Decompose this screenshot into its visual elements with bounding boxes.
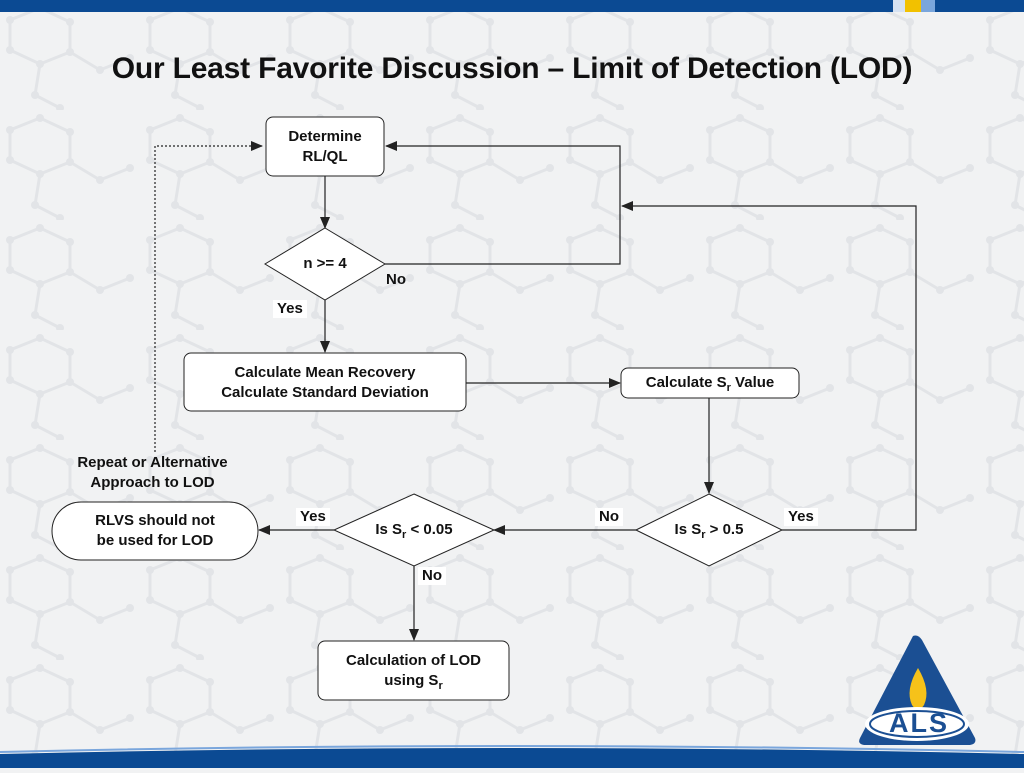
is-sr-gt-label: Is Sr > 0.5	[636, 520, 782, 545]
calc-mean-line-1: Calculate Mean Recovery	[234, 364, 416, 381]
calc-mean-label: Calculate Mean Recovery Calculate Standa…	[184, 363, 466, 403]
n-no-label: No	[386, 271, 406, 288]
node-calc-sr	[620, 367, 800, 399]
node-n-check	[264, 227, 386, 301]
calc-mean-line-2: Calculate Standard Deviation	[221, 384, 429, 401]
calc-lod-label: Calculation of LOD using Sr	[318, 651, 509, 696]
calc-lod-sub: r	[438, 680, 443, 692]
rlvs-label: RLVS should not be used for LOD	[52, 511, 258, 551]
is-sr-lt-sub: r	[402, 529, 407, 541]
node-is-sr-gt	[634, 493, 784, 567]
node-determine	[265, 116, 385, 177]
is-sr-lt-pre: Is S	[375, 521, 403, 538]
is-sr-gt-sub: r	[701, 529, 706, 541]
edge-n-no-loop	[385, 141, 621, 265]
determine-label: Determine RL/QL	[266, 127, 384, 167]
edge-gt-yes-loop	[621, 201, 917, 531]
calc-sr-label: Calculate Sr Value	[621, 373, 799, 398]
top-accent-yellow	[905, 0, 921, 12]
is-sr-lt-no-label: No	[418, 567, 446, 585]
rlvs-line-2: be used for LOD	[96, 532, 214, 549]
page-title: Our Least Favorite Discussion – Limit of…	[111, 52, 913, 85]
repeat-label: Repeat or Alternative Approach to LOD	[40, 453, 265, 493]
bottom-band-highlight	[0, 745, 1024, 753]
node-is-sr-lt	[332, 493, 496, 567]
calc-lod-pre: using S	[384, 672, 439, 689]
calc-sr-post: Value	[730, 374, 775, 391]
rlvs-line-1: RLVS should not	[95, 512, 215, 529]
is-sr-gt-yes-label: Yes	[784, 508, 818, 526]
calc-lod-line-2: using Sr	[318, 671, 509, 696]
repeat-line-2: Approach to LOD	[90, 474, 215, 491]
node-calc-lod	[317, 640, 510, 701]
node-rlvs	[51, 501, 259, 561]
determine-line-1: Determine	[288, 128, 362, 145]
repeat-line-1: Repeat or Alternative	[77, 454, 228, 471]
top-accent-blue	[921, 0, 935, 12]
calc-sr-pre: Calculate S	[645, 374, 727, 391]
calc-lod-line-1: Calculation of LOD	[346, 652, 481, 669]
bottom-band	[0, 748, 1024, 768]
is-sr-gt-pre: Is S	[674, 521, 702, 538]
calc-sr-sub: r	[726, 382, 731, 394]
is-sr-gt-post: > 0.5	[705, 521, 744, 538]
is-sr-gt-no-label: No	[595, 508, 623, 526]
n-check-label: n >= 4	[303, 255, 347, 272]
als-logo-text: ALS	[889, 708, 949, 738]
top-band	[0, 0, 1024, 12]
n-yes-label: Yes	[273, 300, 307, 318]
node-calc-mean	[183, 352, 467, 412]
is-sr-lt-post: < 0.05	[406, 521, 453, 538]
is-sr-lt-yes-label: Yes	[296, 508, 330, 526]
als-logo-mark	[859, 635, 976, 745]
is-sr-lt-label: Is Sr < 0.05	[334, 520, 494, 545]
edge-repeat-dotted	[154, 141, 263, 452]
top-accent-light	[893, 0, 905, 12]
determine-line-2: RL/QL	[302, 148, 348, 165]
